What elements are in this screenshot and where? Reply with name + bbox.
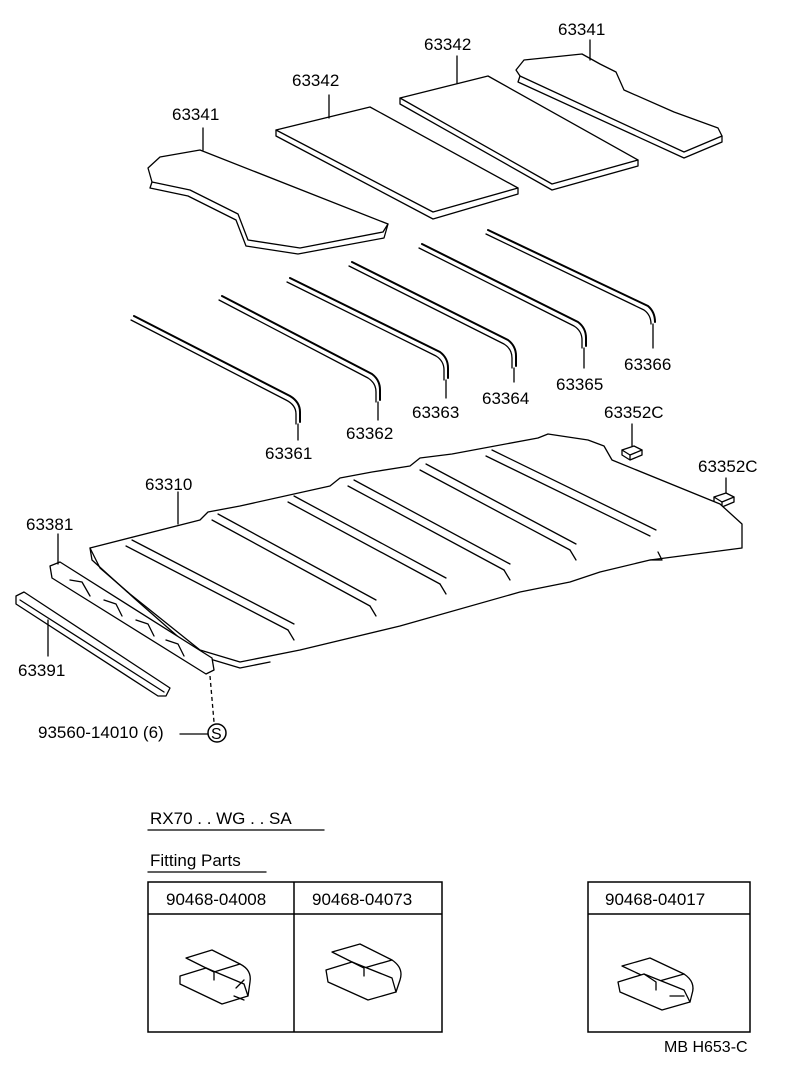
pad-63342-right — [399, 75, 639, 191]
label-63364: 63364 — [482, 389, 529, 408]
screw-symbol-letter: S — [211, 726, 222, 743]
clip-icon-3 — [617, 957, 694, 1011]
clip-part-no-1: 90468-04008 — [166, 890, 266, 909]
label-63310: 63310 — [145, 475, 192, 494]
rail-63363 — [286, 277, 449, 381]
pad-63341-right — [515, 53, 723, 159]
label-63342-left: 63342 — [292, 71, 339, 90]
clip-part-no-2: 90468-04073 — [312, 890, 412, 909]
diagram-code: MB H653-C — [664, 1039, 748, 1056]
clip-icon-2 — [325, 943, 402, 1001]
label-63352C-b: 63352C — [698, 457, 758, 476]
rail-63361 — [130, 315, 301, 425]
screw-dashed-leader — [209, 675, 215, 723]
fitting-table-right — [587, 881, 751, 1033]
pad-63342-left — [275, 106, 519, 220]
fitting-table-left — [147, 881, 443, 1033]
label-63342-right: 63342 — [424, 35, 471, 54]
label-63381: 63381 — [26, 515, 73, 534]
label-screw: 93560-14010 (6) — [38, 723, 164, 742]
rail-63365 — [418, 243, 587, 349]
label-63361: 63361 — [265, 444, 312, 463]
label-63362: 63362 — [346, 424, 393, 443]
model-line: RX70 . . WG . . SA — [150, 809, 292, 828]
label-63341-right: 63341 — [558, 20, 605, 39]
label-63366: 63366 — [624, 355, 671, 374]
clip-63352C-a — [621, 445, 643, 461]
screw-symbol-circle — [207, 723, 227, 743]
header-63381 — [49, 561, 215, 675]
rail-63366 — [485, 229, 656, 325]
label-63365: 63365 — [556, 375, 603, 394]
rail-63362 — [218, 295, 381, 403]
pad-63341-left — [147, 149, 389, 255]
rail-63364 — [348, 261, 517, 369]
clip-icon-1 — [179, 949, 251, 1005]
moulding-63391 — [15, 591, 171, 697]
label-63341-left: 63341 — [172, 105, 219, 124]
label-63352C-a: 63352C — [604, 403, 664, 422]
fitting-parts-title: Fitting Parts — [150, 851, 241, 870]
headliner-63310 — [89, 433, 743, 669]
clip-part-no-3: 90468-04017 — [605, 890, 705, 909]
label-63363: 63363 — [412, 403, 459, 422]
label-63391: 63391 — [18, 661, 65, 680]
